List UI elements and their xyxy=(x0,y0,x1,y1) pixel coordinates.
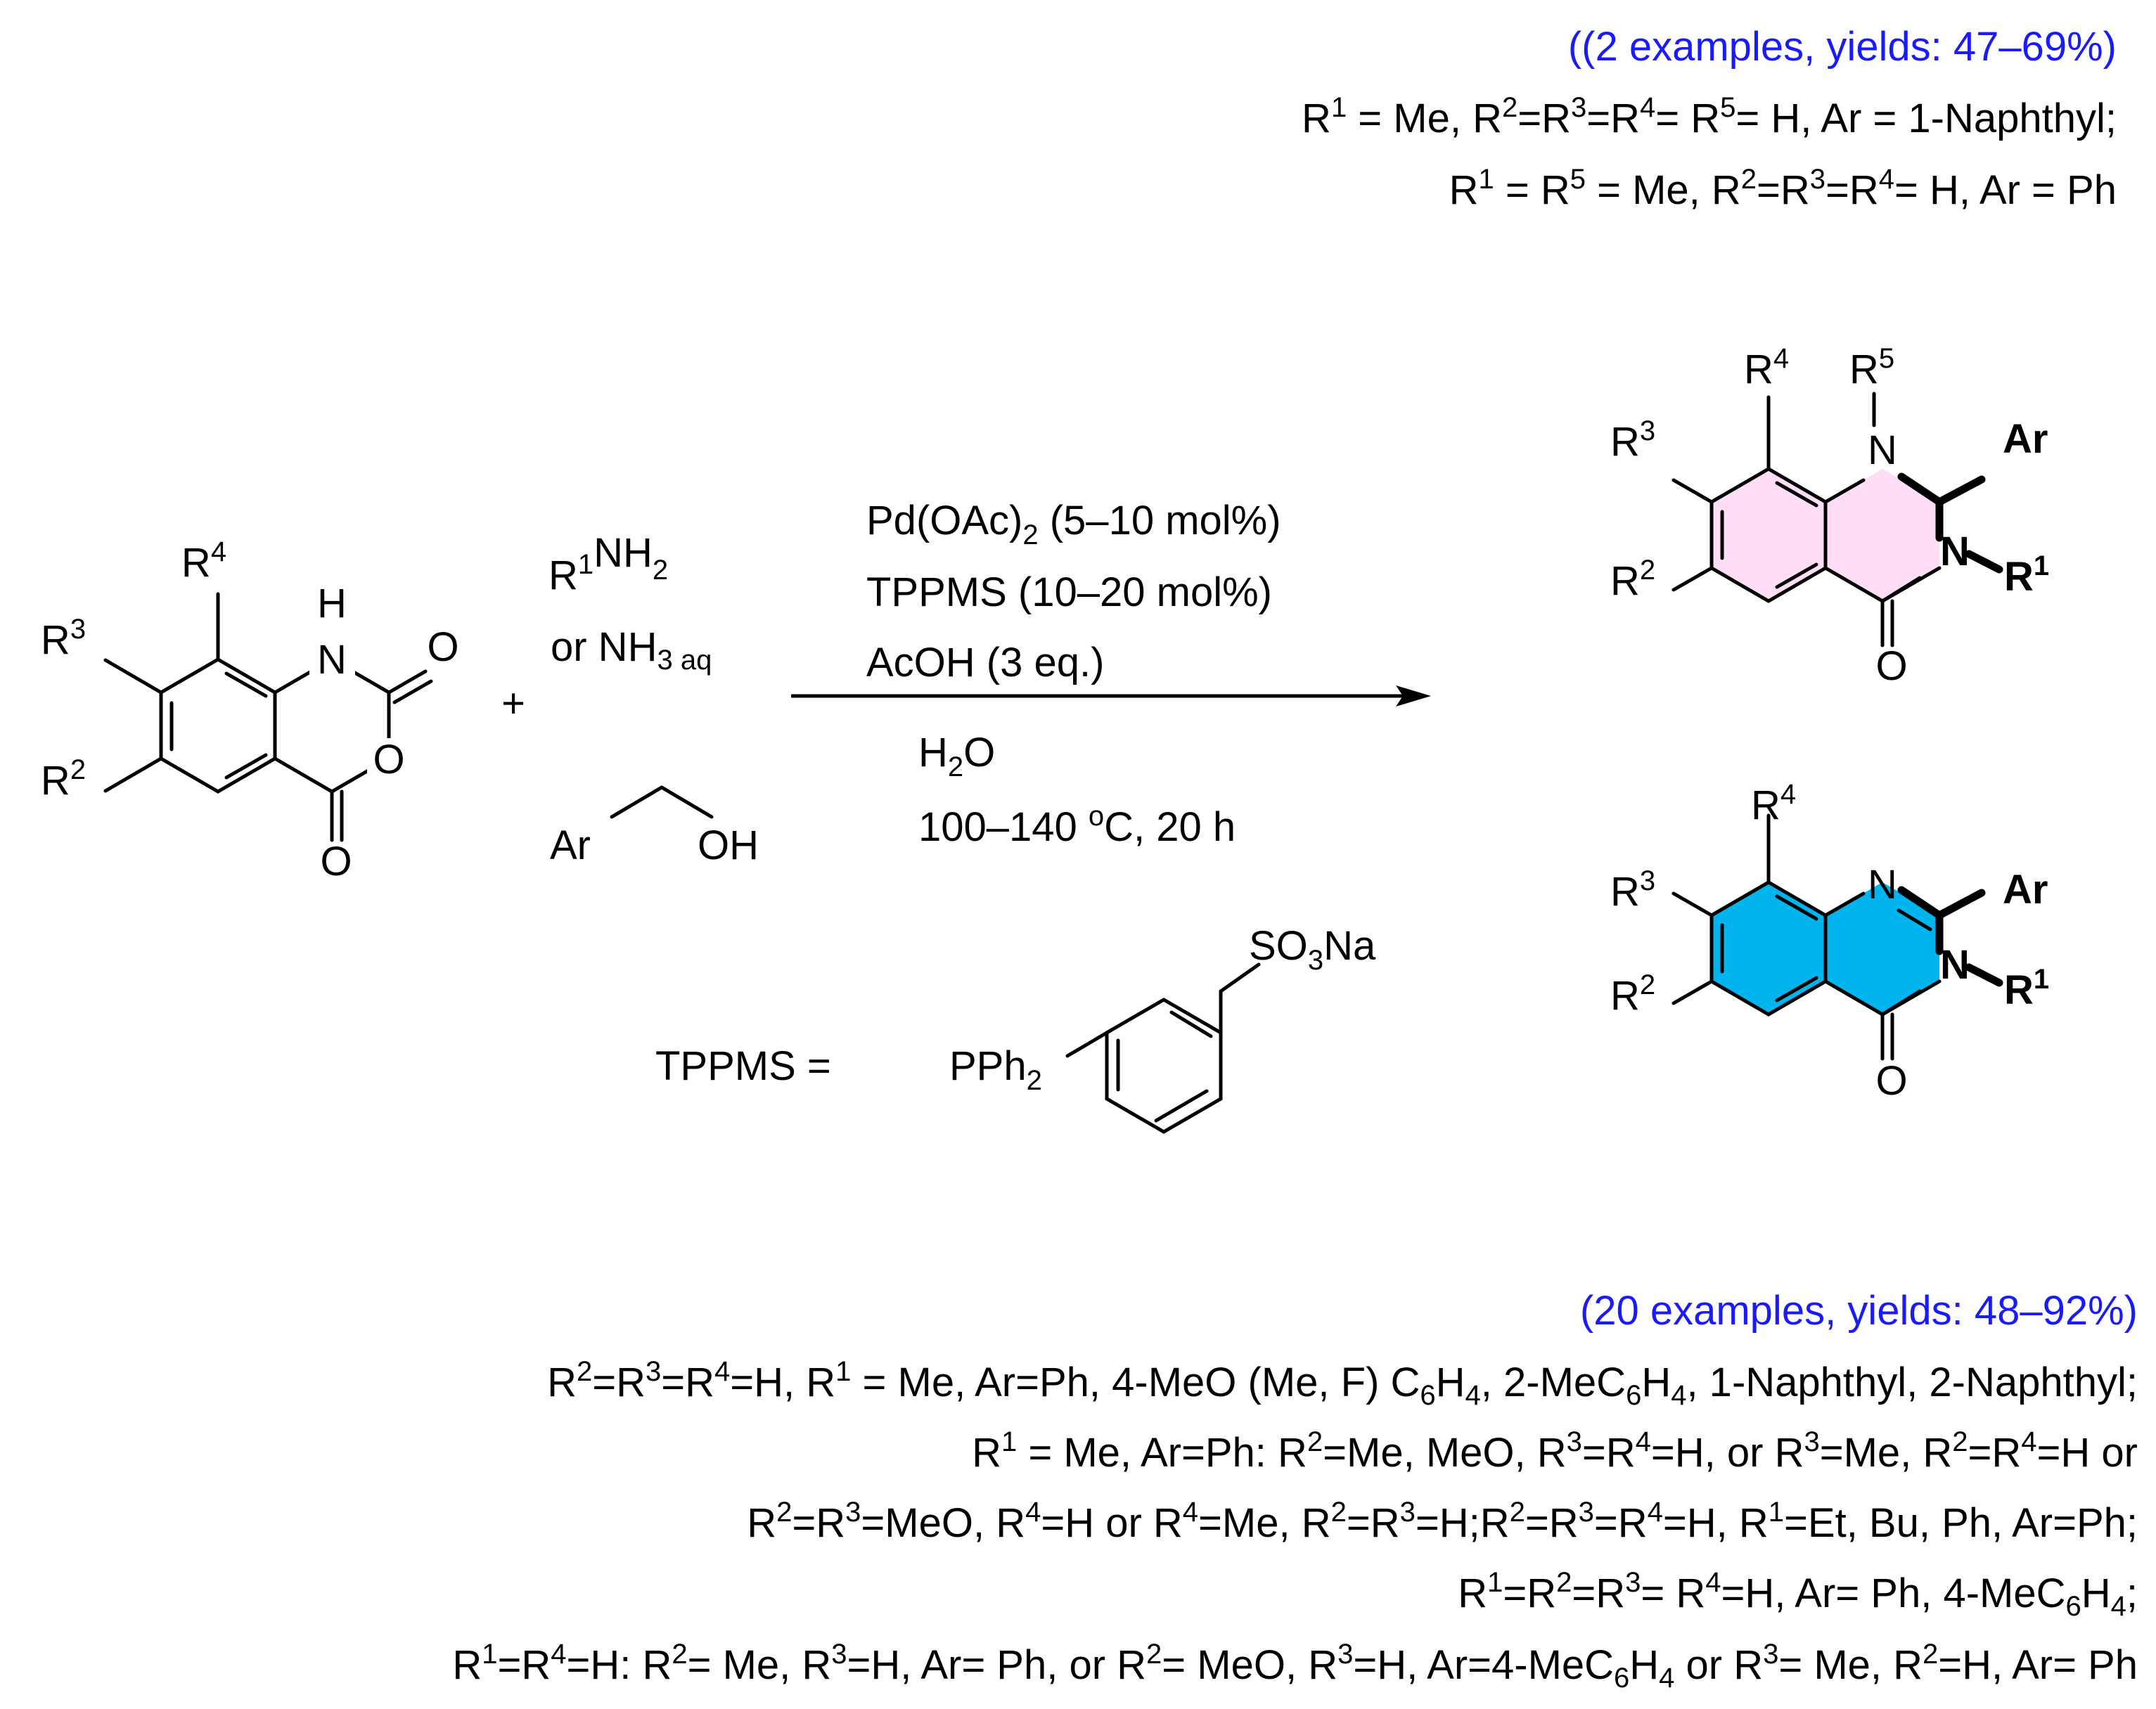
ammonia-reagent: or NH3 aq xyxy=(551,624,712,676)
svg-text:Ar: Ar xyxy=(550,823,591,868)
svg-text:O: O xyxy=(373,737,404,782)
svg-text:R4: R4 xyxy=(1751,779,1796,828)
svg-text:R2: R2 xyxy=(41,754,86,804)
so3na-label: SO3Na xyxy=(1249,923,1376,976)
top-line-1: R1 = Me, R2=R3=R4= R5= H, Ar = 1-Naphthy… xyxy=(1302,92,2117,141)
svg-text:N: N xyxy=(1868,427,1897,473)
bottom-summary: (20 examples, yields: 48–92%) xyxy=(1580,1288,2138,1334)
svg-text:R4: R4 xyxy=(1744,343,1789,392)
svg-text:Ar: Ar xyxy=(2003,867,2048,912)
svg-text:O: O xyxy=(427,624,458,670)
bottom-line-1: R2=R3=R4=H, R1 = Me, Ar=Ph, 4-MeO (Me, F… xyxy=(547,1356,2138,1411)
temp-time-label: 100–140 oC, 20 h xyxy=(918,801,1236,850)
svg-text:N: N xyxy=(1940,529,1970,574)
tppms-label: TPPMS = xyxy=(655,1043,831,1089)
bottom-line-5: R1=R4=H: R2= Me, R3=H, Ar= Ph, or R2= Me… xyxy=(452,1639,2138,1694)
tppms-definition: TPPMS = PPh2 SO3Na xyxy=(655,923,1376,1134)
svg-text:R1: R1 xyxy=(2004,550,2049,600)
reagents: + R1NH2 or NH3 aq Ar OH xyxy=(501,530,759,868)
svg-text:R2: R2 xyxy=(1610,555,1655,604)
bottom-note: (20 examples, yields: 48–92%) R2=R3=R4=H… xyxy=(452,1288,2138,1694)
ligand-label: TPPMS (10–20 mol%) xyxy=(866,569,1272,615)
svg-text:N: N xyxy=(1940,942,1970,988)
bottom-line-2: R1 = Me, Ar=Ph: R2=Me, MeO, R3=R4=H, or … xyxy=(972,1426,2138,1476)
plus-sign: + xyxy=(501,681,525,726)
acid-label: AcOH (3 eq.) xyxy=(866,640,1104,685)
bottom-line-3: R2=R3=MeO, R4=H or R4=Me, R2=R3=H;R2=R3=… xyxy=(747,1497,2138,1546)
top-line-2: R1 = R5 = Me, R2=R3=R4= H, Ar = Ph xyxy=(1449,164,2117,213)
bottom-line-4: R1=R2=R3= R4=H, Ar= Ph, 4-MeC6H4; xyxy=(1458,1567,2138,1622)
svg-text:R3: R3 xyxy=(1610,865,1655,915)
svg-text:R1: R1 xyxy=(2004,964,2049,1013)
svg-text:O: O xyxy=(1875,643,1907,689)
svg-text:R3: R3 xyxy=(41,614,86,663)
svg-text:R4: R4 xyxy=(181,536,226,586)
product-quinazolinone: N N Ar R1 O R4 R3 R2 xyxy=(1610,779,2049,1104)
reaction-conditions: Pd(OAc)2 (5–10 mol%) TPPMS (10–20 mol%) … xyxy=(791,498,1431,850)
svg-text:OH: OH xyxy=(698,823,759,868)
amine-reagent: R1NH2 xyxy=(548,530,668,598)
svg-text:N: N xyxy=(1868,862,1897,908)
svg-text:R2: R2 xyxy=(1610,969,1655,1019)
top-note: ((2 examples, yields: 47–69%) R1 = Me, R… xyxy=(1302,24,2117,213)
solvent-label: H2O xyxy=(918,730,995,782)
catalyst-label: Pd(OAc)2 (5–10 mol%) xyxy=(866,498,1281,550)
svg-text:O: O xyxy=(320,839,352,884)
svg-text:N: N xyxy=(317,637,347,683)
svg-text:H: H xyxy=(317,581,347,626)
svg-text:R5: R5 xyxy=(1849,343,1894,392)
isatoic-anhydride-structure: N H O O O R4 R3 R2 xyxy=(41,536,459,884)
svg-text:R3: R3 xyxy=(1610,415,1655,465)
benzyl-alcohol-reagent: Ar OH xyxy=(550,785,759,868)
pph2-label: PPh2 xyxy=(949,1043,1042,1096)
top-summary: ((2 examples, yields: 47–69%) xyxy=(1568,24,2117,70)
product-dihydroquinazolinone: N N Ar R1 O R5 R4 R3 R2 xyxy=(1610,343,2049,689)
svg-text:Ar: Ar xyxy=(2003,416,2048,462)
svg-text:O: O xyxy=(1875,1058,1907,1104)
